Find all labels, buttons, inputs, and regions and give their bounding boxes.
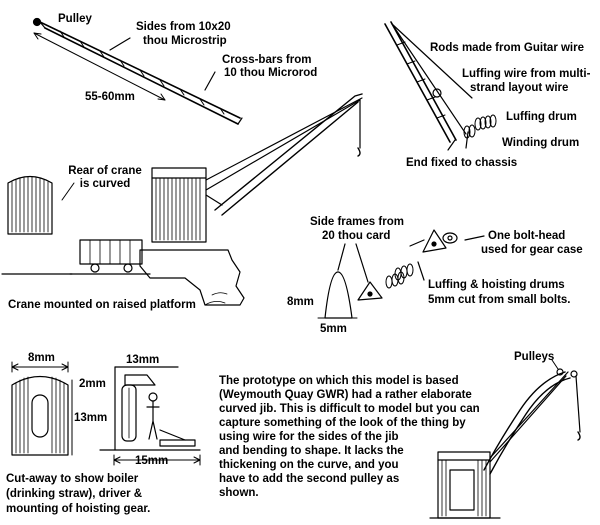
jib-end-drawing bbox=[384, 21, 497, 151]
final-crane-drawing bbox=[429, 359, 581, 519]
prototype-line: capture something of the look of the thi… bbox=[219, 417, 466, 429]
label-dim-2mm: 2mm bbox=[79, 378, 106, 390]
label-side-frames-line1: Side frames from bbox=[310, 216, 404, 228]
label-sides-line2: thou Microstrip bbox=[143, 35, 227, 47]
prototype-description: The prototype on which this model is bas… bbox=[219, 374, 480, 500]
label-drums-line2: 5mm cut from small bolts. bbox=[428, 294, 571, 306]
cutaway-drawing bbox=[11, 361, 201, 466]
label-crossbars-line1: Cross-bars from bbox=[222, 54, 312, 66]
label-length: 55-60mm bbox=[85, 91, 135, 103]
label-cutaway-line2: (drinking straw), driver & bbox=[6, 488, 143, 500]
prototype-line: thickening on the curve, and you bbox=[219, 459, 399, 471]
label-pulley: Pulley bbox=[58, 13, 92, 25]
side-frames-drawing bbox=[317, 229, 485, 319]
prototype-line: using wire for the sides of the jib bbox=[219, 431, 399, 443]
label-luffing-wire-line1: Luffing wire from multi- bbox=[462, 68, 591, 80]
label-crossbars-line2: 10 thou Microrod bbox=[224, 67, 318, 79]
label-dim-5mm: 5mm bbox=[320, 323, 347, 335]
prototype-line: shown. bbox=[219, 487, 259, 499]
prototype-line: (Weymouth Quay GWR) had a rather elabora… bbox=[219, 389, 472, 401]
label-dim-13mm-top: 13mm bbox=[126, 354, 160, 366]
label-side-frames-line2: 20 thou card bbox=[322, 230, 391, 242]
prototype-line: and bending to shape. It lacks the bbox=[219, 445, 404, 457]
label-bolt-head-line1: One bolt-head bbox=[488, 230, 566, 242]
prototype-line: have to add the second pulley as bbox=[219, 473, 400, 485]
label-rods: Rods made from Guitar wire bbox=[430, 42, 585, 54]
label-cutaway-line3: mounting of hoisting gear. bbox=[6, 503, 151, 515]
label-sides-line1: Sides from 10x20 bbox=[136, 21, 231, 33]
label-rear-line1: Rear of crane bbox=[68, 165, 142, 177]
label-luffing-drum: Luffing drum bbox=[506, 111, 577, 123]
label-dim-13mm-side: 13mm bbox=[74, 412, 108, 424]
label-rear-line2: is curved bbox=[79, 178, 131, 190]
label-bolt-head-line2: used for gear case bbox=[481, 244, 583, 256]
label-cutaway-line1: Cut-away to show boiler bbox=[6, 473, 139, 485]
prototype-line: The prototype on which this model is bas… bbox=[219, 375, 459, 387]
label-raised-platform: Crane mounted on raised platform bbox=[8, 299, 196, 311]
label-dim-8mm-frame: 8mm bbox=[287, 296, 314, 308]
label-drums-line1: Luffing & hoisting drums bbox=[428, 279, 565, 291]
label-luffing-wire-line2: strand layout wire bbox=[470, 82, 569, 94]
jib-drawing bbox=[32, 17, 243, 125]
label-end-fixed: End fixed to chassis bbox=[406, 157, 518, 169]
crane-on-platform-drawing bbox=[1, 93, 363, 306]
label-winding-drum: Winding drum bbox=[502, 137, 580, 149]
label-pulleys: Pulleys bbox=[514, 351, 555, 363]
prototype-line: curved jib. This is difficult to model b… bbox=[219, 403, 480, 415]
label-dim-8mm-cab: 8mm bbox=[28, 352, 55, 364]
label-dim-15mm: 15mm bbox=[135, 455, 169, 467]
